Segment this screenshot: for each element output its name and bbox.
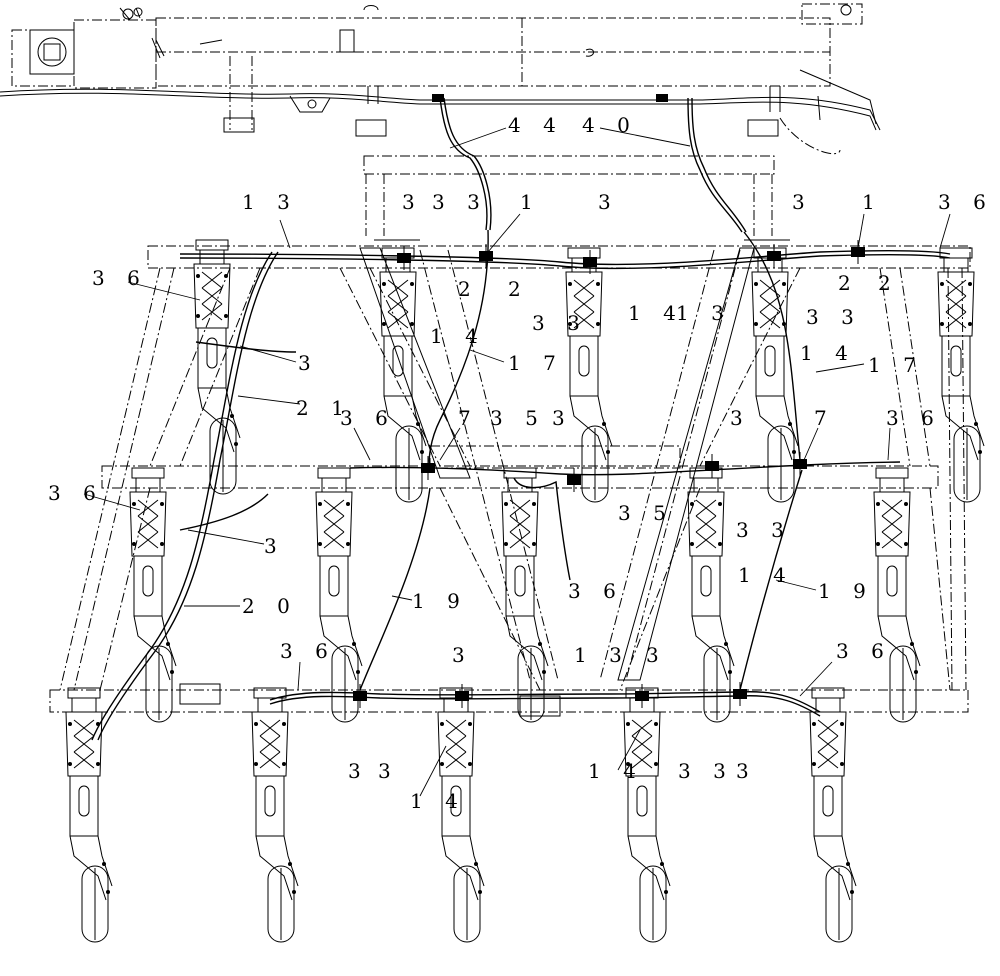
callout-l3l: 3 bbox=[736, 759, 757, 783]
row-unit bbox=[501, 467, 549, 723]
leader-lines bbox=[83, 127, 951, 797]
fitting bbox=[420, 455, 436, 481]
callout-l1b: 1 bbox=[862, 190, 883, 214]
callout-l36b: 3 6 bbox=[92, 266, 148, 290]
fitting bbox=[792, 451, 808, 477]
callout-l2c: 2 bbox=[838, 271, 859, 295]
fitting bbox=[352, 683, 368, 709]
row-unit bbox=[565, 247, 613, 503]
callout-l36d: 3 6 bbox=[886, 406, 942, 430]
row-unit bbox=[129, 467, 177, 723]
callout-l14c: 1 4 bbox=[800, 341, 856, 365]
callout-l2d: 2 bbox=[878, 271, 899, 295]
callout-l36a: 3 6 bbox=[938, 190, 994, 214]
callout-l3a: 3 bbox=[402, 190, 423, 214]
callout-l14b: 1 4 bbox=[430, 324, 486, 348]
row-unit bbox=[251, 687, 299, 943]
callout-l36f: 3 6 bbox=[568, 579, 624, 603]
callout-l3h: 3 bbox=[452, 643, 473, 667]
callout-l17b: 1 7 bbox=[868, 353, 924, 377]
hose-fittings bbox=[179, 239, 866, 717]
callout-l14d: 1 4 bbox=[738, 563, 794, 587]
callout-l36h: 3 6 bbox=[836, 639, 892, 663]
callout-l3d: 3 bbox=[298, 351, 319, 375]
fitting bbox=[582, 249, 598, 275]
fitting bbox=[478, 243, 494, 269]
callout-l3g: 3 bbox=[264, 534, 285, 558]
callout-l33a: 3 3 bbox=[432, 190, 488, 214]
callout-l3i: 3 bbox=[646, 643, 667, 667]
callout-l3e: 3 bbox=[552, 406, 573, 430]
callout-l3c: 3 bbox=[792, 190, 813, 214]
row-unit bbox=[193, 239, 241, 495]
callout-l33d: 3 3 bbox=[736, 518, 792, 542]
callout-l35b: 3 5 bbox=[618, 501, 674, 525]
row-unit bbox=[809, 687, 857, 943]
fitting bbox=[704, 453, 720, 479]
callout-l33c: 3 3 bbox=[806, 305, 862, 329]
callout-l3k: 3 bbox=[378, 759, 399, 783]
row-unit bbox=[379, 247, 427, 503]
callout-l7a: 7 bbox=[458, 406, 479, 430]
callout-l21: 2 1 bbox=[296, 396, 352, 420]
callout-l35a: 3 5 bbox=[490, 406, 546, 430]
row-unit bbox=[315, 467, 363, 723]
callout-l2a: 2 bbox=[458, 277, 479, 301]
callout-l20: 2 0 bbox=[242, 594, 298, 618]
callout-l19a: 1 9 bbox=[412, 589, 468, 613]
callout-l3f: 3 bbox=[730, 406, 751, 430]
callout-l13a: 1 3 bbox=[242, 190, 298, 214]
hitch-bracket bbox=[179, 683, 221, 705]
callout-l19b: 1 9 bbox=[818, 579, 874, 603]
callout-l3b: 3 bbox=[598, 190, 619, 214]
callout-l36g: 3 6 bbox=[280, 639, 336, 663]
callout-l13c: 1 3 bbox=[574, 643, 630, 667]
callout-top-44: 4 4 bbox=[508, 113, 564, 137]
row-unit bbox=[437, 687, 485, 943]
callout-l1a: 1 bbox=[520, 190, 541, 214]
callout-top-40: 4 0 bbox=[582, 113, 638, 137]
row-unit bbox=[623, 687, 671, 943]
fitting bbox=[732, 681, 748, 707]
row-unit bbox=[937, 247, 985, 503]
callout-l14e: 1 4 bbox=[588, 759, 644, 783]
callout-l2b: 2 bbox=[508, 277, 529, 301]
hydraulic-hoses bbox=[91, 229, 951, 741]
toolbar-beams bbox=[49, 239, 971, 713]
callout-l14f: 1 4 bbox=[410, 789, 466, 813]
callout-l33b: 3 3 bbox=[532, 311, 588, 335]
row-unit bbox=[687, 467, 735, 723]
fitting bbox=[396, 245, 412, 271]
callout-l14a: 1 4 bbox=[628, 301, 684, 325]
row-unit bbox=[873, 467, 921, 723]
callout-l13b: 1 3 bbox=[676, 301, 732, 325]
callout-l7b: 7 bbox=[814, 406, 835, 430]
center-bracket bbox=[519, 695, 561, 717]
callout-l33e: 3 3 bbox=[678, 759, 734, 783]
callout-l36e: 3 6 bbox=[48, 481, 104, 505]
callout-l3j: 3 bbox=[348, 759, 369, 783]
callout-l17a: 1 7 bbox=[508, 351, 564, 375]
tow-frame bbox=[0, 3, 881, 236]
fitting bbox=[850, 239, 866, 265]
callout-l36c: 3 6 bbox=[340, 406, 396, 430]
